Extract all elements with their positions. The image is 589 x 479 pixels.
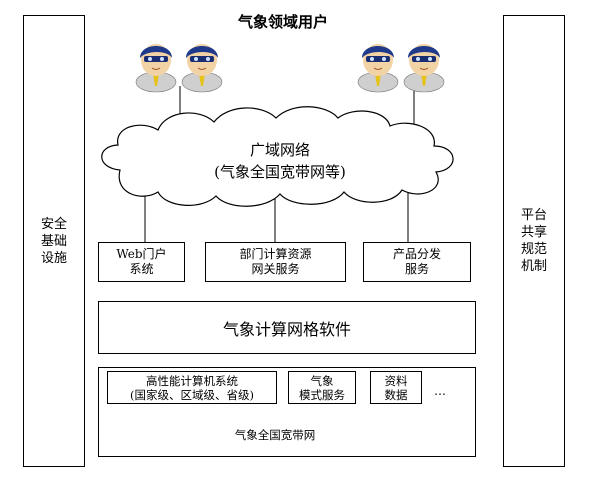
user-avatar-3 — [357, 43, 399, 93]
grid-software-box: 气象计算网格软件 — [98, 301, 476, 354]
web-portal-box: Web门户系统 — [98, 242, 185, 282]
user-avatar-1 — [135, 43, 177, 93]
diagram-title: 气象领域用户 — [238, 13, 329, 31]
wan-cloud-label: 广域网络 (气象全国宽带网等) — [150, 136, 410, 186]
wan-cloud — [101, 106, 454, 207]
platform-sharing-panel: 平台 共享 规范 机制 — [503, 15, 565, 467]
more-resources-ellipsis: … — [434, 384, 446, 398]
platform-sharing-label: 平台 共享 规范 机制 — [520, 208, 547, 274]
hpc-system-box: 高性能计算机系统(国家级、区域级、省级) — [107, 371, 277, 404]
product-distribution-box: 产品分发服务 — [363, 242, 471, 282]
user-avatar-4 — [403, 43, 445, 93]
grid-software-label: 气象计算网格软件 — [222, 319, 351, 339]
model-service-box: 气象模式服务 — [288, 371, 356, 404]
security-infrastructure-label: 安全 基础 设施 — [40, 216, 67, 266]
dept-gateway-box: 部门计算资源网关服务 — [205, 242, 346, 282]
data-resource-box: 资料数据 — [370, 371, 422, 404]
wan-title: 广域网络 — [249, 141, 310, 159]
broadband-network-label: 气象全国宽带网 — [234, 428, 316, 442]
security-infrastructure-panel: 安全 基础 设施 — [23, 15, 85, 467]
wan-subtitle: (气象全国宽带网等) — [214, 163, 346, 181]
user-avatar-2 — [181, 43, 223, 93]
